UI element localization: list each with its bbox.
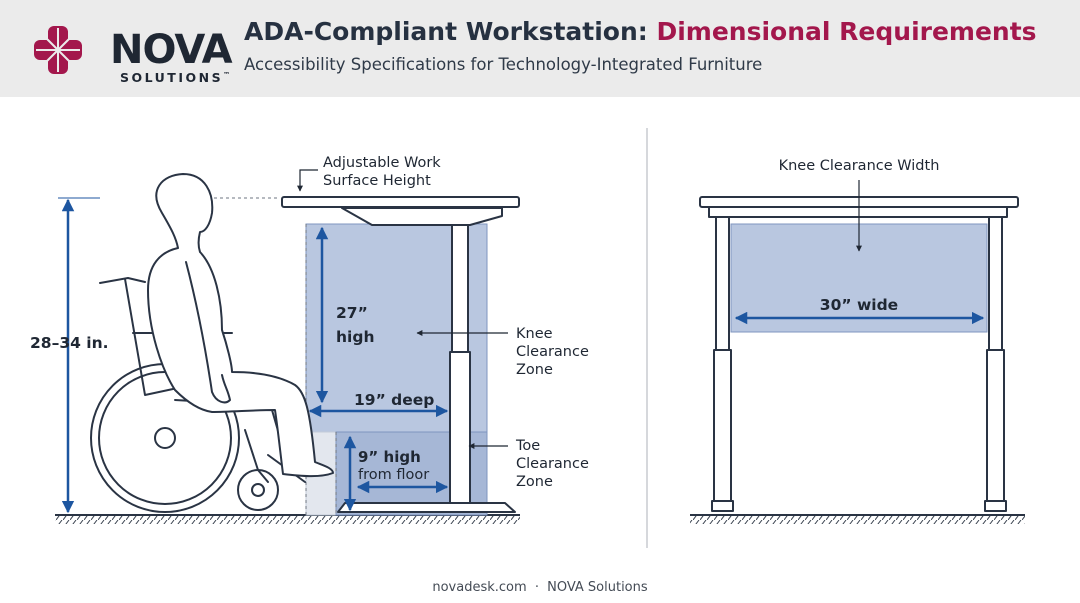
brand-name: NOVA (110, 27, 233, 73)
svg-text:Knee Clearance Width: Knee Clearance Width (779, 158, 940, 174)
desk-side (281, 196, 520, 513)
svg-text:high: high (336, 328, 374, 346)
work-surface-label: Adjustable Work Surface Height (297, 155, 441, 192)
height-range-dimension: 28–34 in. (30, 197, 109, 514)
svg-text:9” high: 9” high (358, 448, 421, 466)
knee-depth-dimension: 19” deep (308, 391, 449, 418)
nova-logo: NOVA SOLUTIONS™ (30, 18, 233, 84)
svg-text:28–34 in.: 28–34 in. (30, 334, 109, 352)
svg-text:Knee: Knee (516, 326, 553, 342)
header-banner: NOVA SOLUTIONS™ ADA-Compliant Workstatio… (0, 0, 1080, 97)
svg-text:Clearance: Clearance (516, 456, 589, 472)
cross-logo-icon (34, 26, 82, 74)
toe-height-dimension: 9” high from floor (343, 435, 449, 512)
svg-text:Clearance: Clearance (516, 344, 589, 360)
svg-text:Zone: Zone (516, 474, 553, 490)
svg-text:30” wide: 30” wide (820, 296, 898, 314)
footer-company: NOVA Solutions (547, 580, 648, 595)
svg-text:Surface Height: Surface Height (323, 173, 431, 189)
knee-height-dimension: 27” high (315, 226, 374, 404)
page-subtitle: Accessibility Specifications for Technol… (244, 55, 763, 74)
svg-text:Adjustable Work: Adjustable Work (323, 155, 441, 171)
desk-front (699, 196, 1019, 512)
footer-site-link[interactable]: novadesk.com (432, 580, 527, 595)
floor-front (690, 514, 1025, 524)
svg-text:27”: 27” (336, 304, 368, 322)
knee-zone-callout: Knee Clearance Zone (416, 326, 589, 378)
svg-text:Zone: Zone (516, 362, 553, 378)
brand-subtitle: SOLUTIONS™ (120, 70, 231, 85)
front-view: 30” wide Knee Clearance Width (690, 158, 1025, 524)
wheelchair-user-figure (90, 173, 334, 513)
svg-text:19” deep: 19” deep (354, 391, 434, 409)
page-title: ADA-Compliant Workstation: Dimensional R… (244, 17, 1037, 46)
svg-text:Toe: Toe (515, 438, 540, 454)
footer: novadesk.com · NOVA Solutions (432, 580, 648, 595)
side-view: 28–34 in. 27” high 19” deep 9” high from… (30, 155, 589, 524)
floor-side (55, 514, 520, 524)
toe-zone-callout: Toe Clearance Zone (468, 438, 589, 490)
svg-text:from floor: from floor (358, 467, 429, 483)
knee-width-label: Knee Clearance Width (779, 158, 940, 252)
knee-width-dimension: 30” wide (734, 296, 985, 325)
